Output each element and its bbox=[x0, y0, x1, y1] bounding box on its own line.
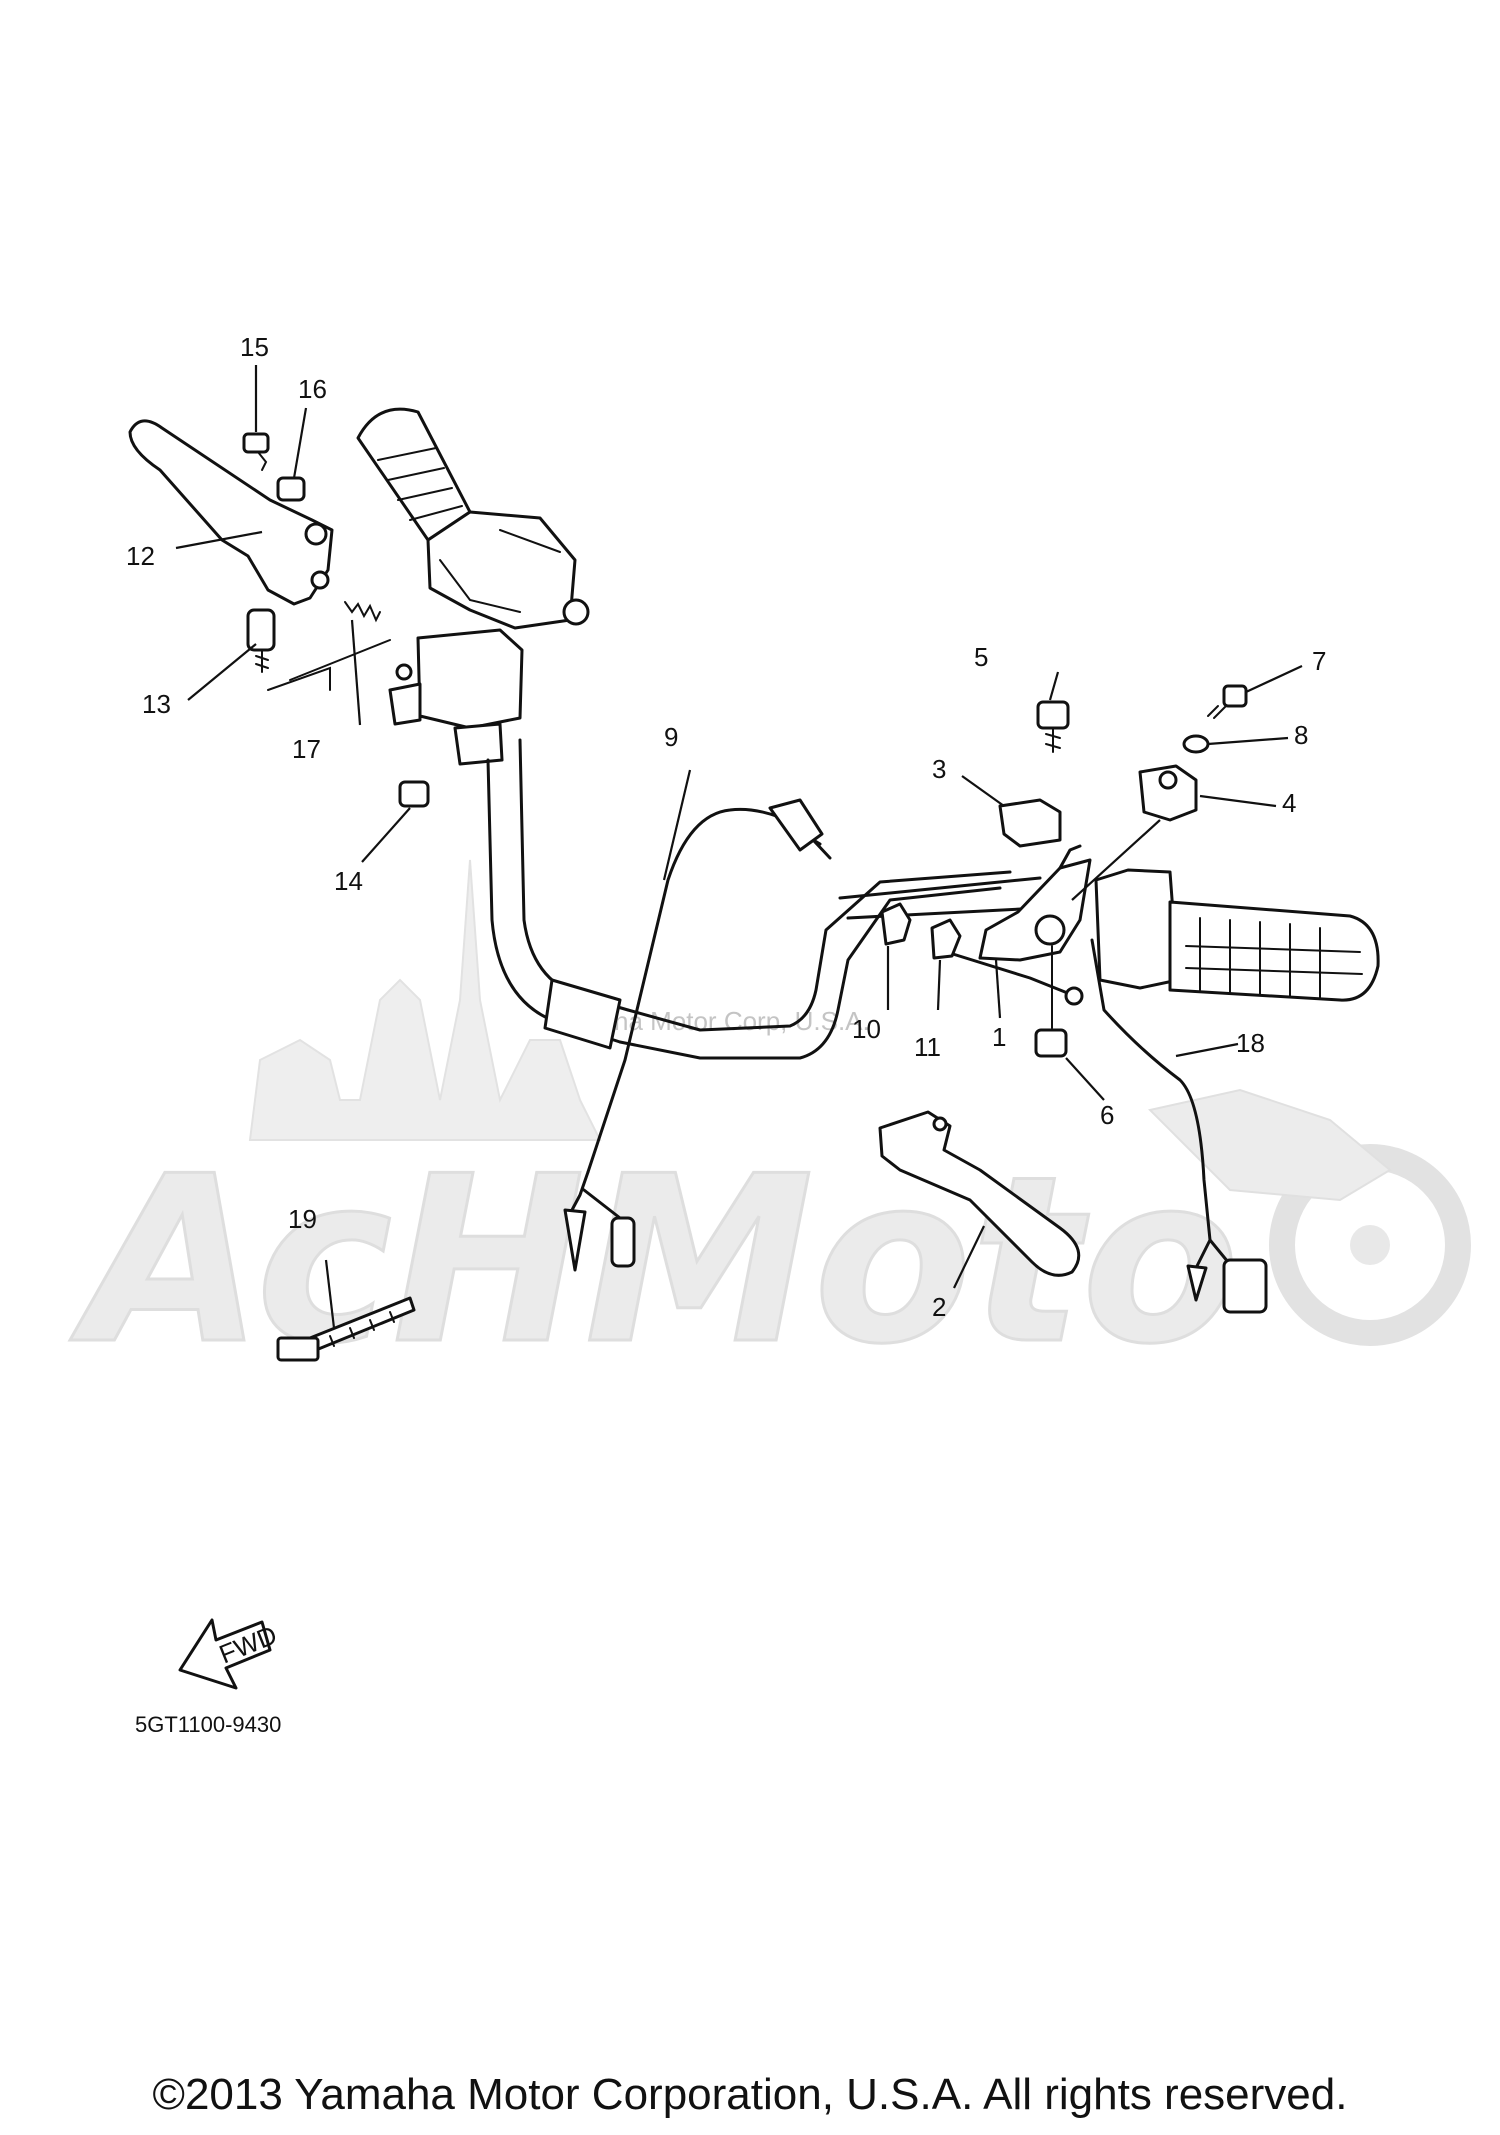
brake-lever-left bbox=[128, 419, 334, 606]
holder-cap-4 bbox=[1138, 764, 1198, 822]
callout-10: 10 bbox=[852, 1014, 881, 1044]
leader-lines bbox=[175, 365, 1303, 1329]
callout-11: 11 bbox=[914, 1032, 941, 1062]
connector-9a bbox=[563, 1208, 587, 1272]
cable-tie-19 bbox=[276, 1296, 416, 1362]
callout-3: 3 bbox=[932, 754, 946, 784]
callout-16: 16 bbox=[298, 374, 327, 404]
holder-3 bbox=[998, 798, 1062, 848]
callout-15: 15 bbox=[240, 332, 269, 362]
right-grip bbox=[1094, 868, 1380, 1002]
callout-8: 8 bbox=[1294, 720, 1308, 750]
right-perch-assembly bbox=[938, 844, 1092, 1006]
clutch-lever-2 bbox=[878, 1110, 1081, 1277]
callout-17: 17 bbox=[292, 734, 321, 764]
callout-6: 6 bbox=[1100, 1100, 1114, 1130]
master-cylinder bbox=[416, 628, 524, 730]
nut-16 bbox=[276, 476, 306, 502]
washer-8 bbox=[1182, 734, 1210, 754]
callout-12: 12 bbox=[126, 541, 155, 571]
fwd-arrow-icon: FWD bbox=[178, 1618, 281, 1690]
nut-6 bbox=[1034, 1028, 1068, 1058]
callout-7: 7 bbox=[1312, 646, 1326, 676]
skyline-watermark bbox=[248, 859, 602, 1141]
connector-18b bbox=[1222, 1258, 1268, 1314]
callout-5: 5 bbox=[974, 642, 988, 672]
motorcycle-watermark bbox=[1148, 1088, 1471, 1346]
bolt-15 bbox=[242, 432, 270, 471]
callout-18: 18 bbox=[1236, 1028, 1265, 1058]
callout-1: 1 bbox=[992, 1022, 1006, 1052]
bolt-5 bbox=[1036, 700, 1070, 753]
part-code: 5GT1100-9430 bbox=[135, 1712, 282, 1737]
pivot-bolt-13 bbox=[246, 608, 276, 673]
cable-18 bbox=[1090, 938, 1212, 1242]
callout-labels: 1 2 3 4 5 6 7 8 9 10 11 12 13 14 15 16 1… bbox=[126, 332, 1326, 1322]
clamp-10 bbox=[880, 902, 912, 946]
copyright-footer: ©2013 Yamaha Motor Corporation, U.S.A. A… bbox=[152, 2070, 1348, 2119]
callout-2: 2 bbox=[932, 1292, 946, 1322]
spring-17 bbox=[344, 601, 381, 623]
clamp-11 bbox=[930, 918, 962, 960]
callout-4: 4 bbox=[1282, 788, 1296, 818]
screw-7 bbox=[1207, 684, 1248, 719]
connector-9b bbox=[610, 1216, 636, 1268]
cable-9 bbox=[586, 807, 832, 1174]
left-handlebar-assembly bbox=[356, 407, 1042, 1060]
callout-13: 13 bbox=[142, 689, 171, 719]
left-switch-housing bbox=[426, 510, 577, 630]
nut-14 bbox=[398, 780, 430, 808]
callout-19: 19 bbox=[288, 1204, 317, 1234]
connector-18a bbox=[1186, 1264, 1208, 1302]
callout-9: 9 bbox=[664, 722, 678, 752]
callout-14: 14 bbox=[334, 866, 363, 896]
